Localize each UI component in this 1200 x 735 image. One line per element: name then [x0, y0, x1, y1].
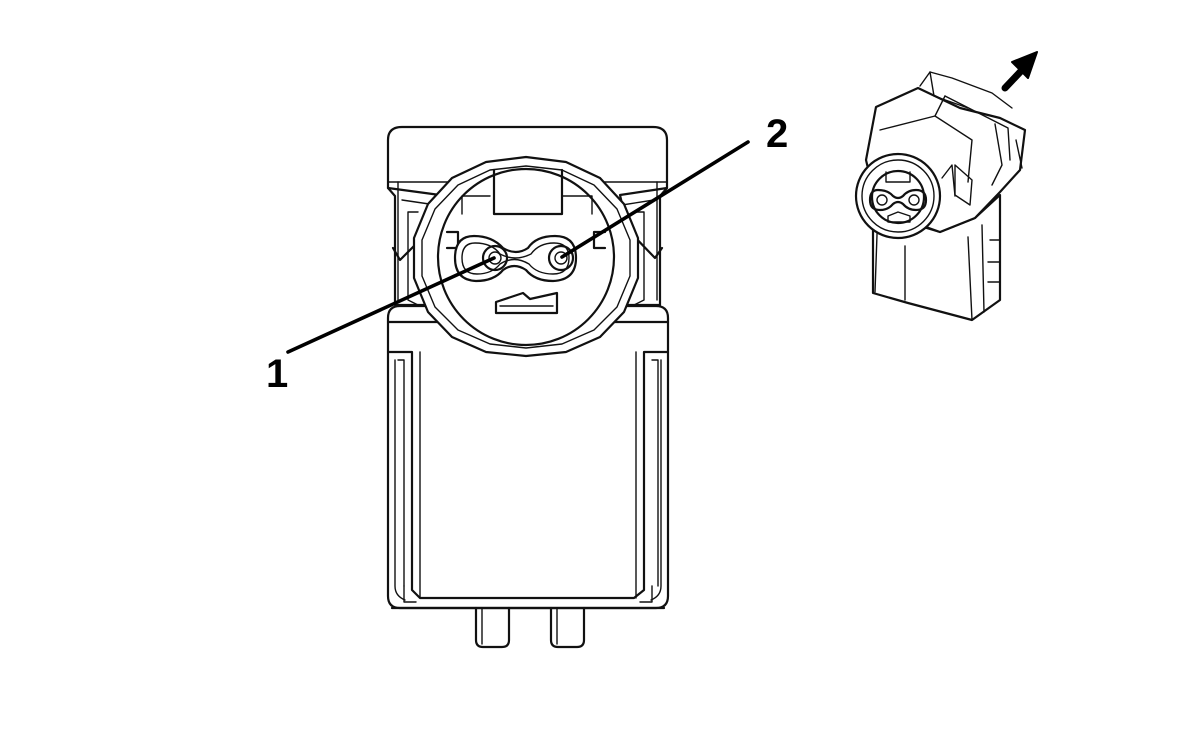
callout-label-2: 2: [766, 112, 788, 156]
callout-1: 1: [266, 256, 496, 396]
callout-label-1: 1: [266, 352, 288, 396]
connector-front-view: [386, 125, 670, 649]
disconnect-direction-arrow-icon: [1001, 51, 1038, 92]
callout-2: 2: [560, 112, 788, 259]
connector-isometric-view: [854, 71, 1027, 322]
